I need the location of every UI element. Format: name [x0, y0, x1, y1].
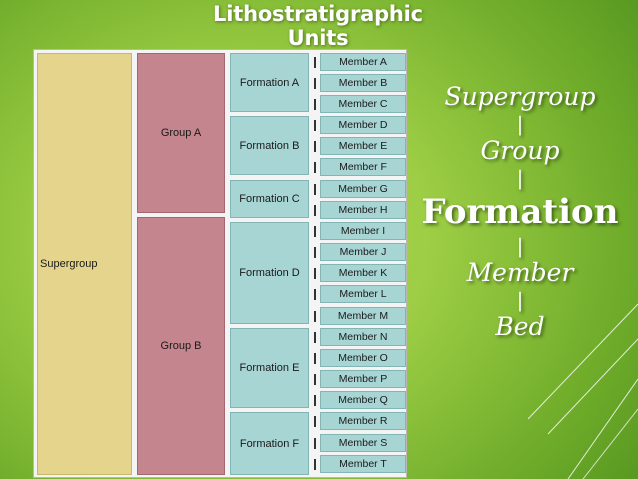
member-label: Member A	[339, 56, 387, 68]
member-label: Member K	[338, 267, 388, 279]
supergroup-label: Supergroup	[40, 258, 98, 270]
formation-cell-b: Formation B	[230, 116, 309, 175]
member-cell: Member L	[320, 285, 406, 303]
member-label: Member F	[339, 161, 387, 173]
member-cell: Member M	[320, 307, 406, 325]
tick-mark	[314, 247, 316, 258]
member-label: Member H	[338, 204, 388, 216]
member-cell: Member S	[320, 434, 406, 452]
group-label: Group B	[160, 340, 202, 352]
formation-cell-a: Formation A	[230, 53, 309, 112]
tick-mark	[314, 374, 316, 385]
member-cell: Member R	[320, 412, 406, 430]
formation-label: Formation E	[239, 362, 300, 374]
formation-label: Formation A	[239, 76, 300, 89]
member-cell: Member D	[320, 116, 406, 134]
member-cell: Member C	[320, 95, 406, 113]
member-label: Member N	[338, 331, 388, 343]
hierarchy-level-bed: Bed	[495, 312, 545, 341]
member-label: Member B	[338, 77, 388, 89]
member-label: Member G	[338, 183, 388, 195]
formation-cell-f: Formation F	[230, 412, 309, 475]
tick-mark	[314, 78, 316, 89]
tick-mark	[314, 438, 316, 449]
member-label: Member E	[338, 140, 388, 152]
member-label: Member M	[337, 310, 389, 322]
member-label: Member I	[340, 225, 386, 237]
member-cell: Member O	[320, 349, 406, 367]
tick-mark	[314, 57, 316, 68]
stratigraphy-table: Supergroup Group A Group B Formation A F…	[33, 49, 407, 478]
member-label: Member P	[338, 373, 388, 385]
member-label: Member Q	[338, 394, 388, 406]
decorative-line	[528, 303, 638, 420]
member-cell: Member K	[320, 264, 406, 282]
formation-cell-d: Formation D	[230, 222, 309, 324]
tick-mark	[314, 184, 316, 195]
tick-mark	[314, 226, 316, 237]
hierarchy-separator: |	[516, 112, 524, 136]
member-label: Member S	[338, 437, 388, 449]
group-cell-b: Group B	[137, 217, 225, 475]
hierarchy-separator: |	[516, 166, 524, 190]
hierarchy-level-group: Group	[480, 136, 560, 165]
group-cell-a: Group A	[137, 53, 225, 213]
member-cell: Member Q	[320, 391, 406, 409]
decorative-line	[582, 408, 638, 479]
hierarchy-level-formation: Formation	[421, 192, 619, 232]
member-cell: Member N	[320, 328, 406, 346]
tick-mark	[314, 416, 316, 427]
member-cell: Member I	[320, 222, 406, 240]
member-cell: Member E	[320, 137, 406, 155]
member-label: Member T	[339, 458, 387, 470]
member-cell: Member J	[320, 243, 406, 261]
tick-mark	[314, 332, 316, 343]
member-cell: Member H	[320, 201, 406, 219]
hierarchy-level-supergroup: Supergroup	[444, 82, 596, 111]
hierarchy-separator: |	[516, 234, 524, 258]
tick-mark	[314, 162, 316, 173]
member-cell: Member F	[320, 158, 406, 176]
member-label: Member L	[339, 288, 387, 300]
decorative-lines	[528, 303, 638, 479]
member-label: Member R	[338, 415, 388, 427]
formation-cell-e: Formation E	[230, 328, 309, 408]
slide-title: Lithostratigraphic Units	[213, 2, 423, 50]
tick-mark	[314, 459, 316, 470]
formation-cell-c: Formation C	[230, 180, 309, 218]
tick-mark	[314, 141, 316, 152]
tick-mark	[314, 268, 316, 279]
tick-mark	[314, 395, 316, 406]
member-cell: Member A	[320, 53, 406, 71]
tick-mark	[314, 120, 316, 131]
hierarchy-separator: |	[516, 288, 524, 312]
member-label: Member O	[338, 352, 388, 364]
member-cell: Member G	[320, 180, 406, 198]
decorative-line	[547, 338, 638, 435]
member-label: Member J	[339, 246, 387, 258]
hierarchy-list: Supergroup | Group | Formation | Member …	[420, 82, 620, 342]
formation-label: Formation C	[239, 193, 300, 205]
member-label: Member D	[338, 119, 388, 131]
tick-mark	[314, 289, 316, 300]
member-cell: Member T	[320, 455, 406, 473]
formation-label: Formation B	[239, 139, 300, 152]
formation-label: Formation F	[239, 437, 300, 450]
group-label: Group A	[160, 127, 202, 139]
tick-mark	[314, 205, 316, 216]
hierarchy-level-member: Member	[466, 258, 574, 287]
member-cell: Member B	[320, 74, 406, 92]
tick-mark	[314, 311, 316, 322]
tick-mark	[314, 99, 316, 110]
formation-label: Formation D	[239, 267, 300, 279]
supergroup-cell: Supergroup	[37, 53, 132, 475]
tick-mark	[314, 353, 316, 364]
member-cell: Member P	[320, 370, 406, 388]
member-label: Member C	[338, 98, 388, 110]
decorative-line	[567, 378, 638, 479]
